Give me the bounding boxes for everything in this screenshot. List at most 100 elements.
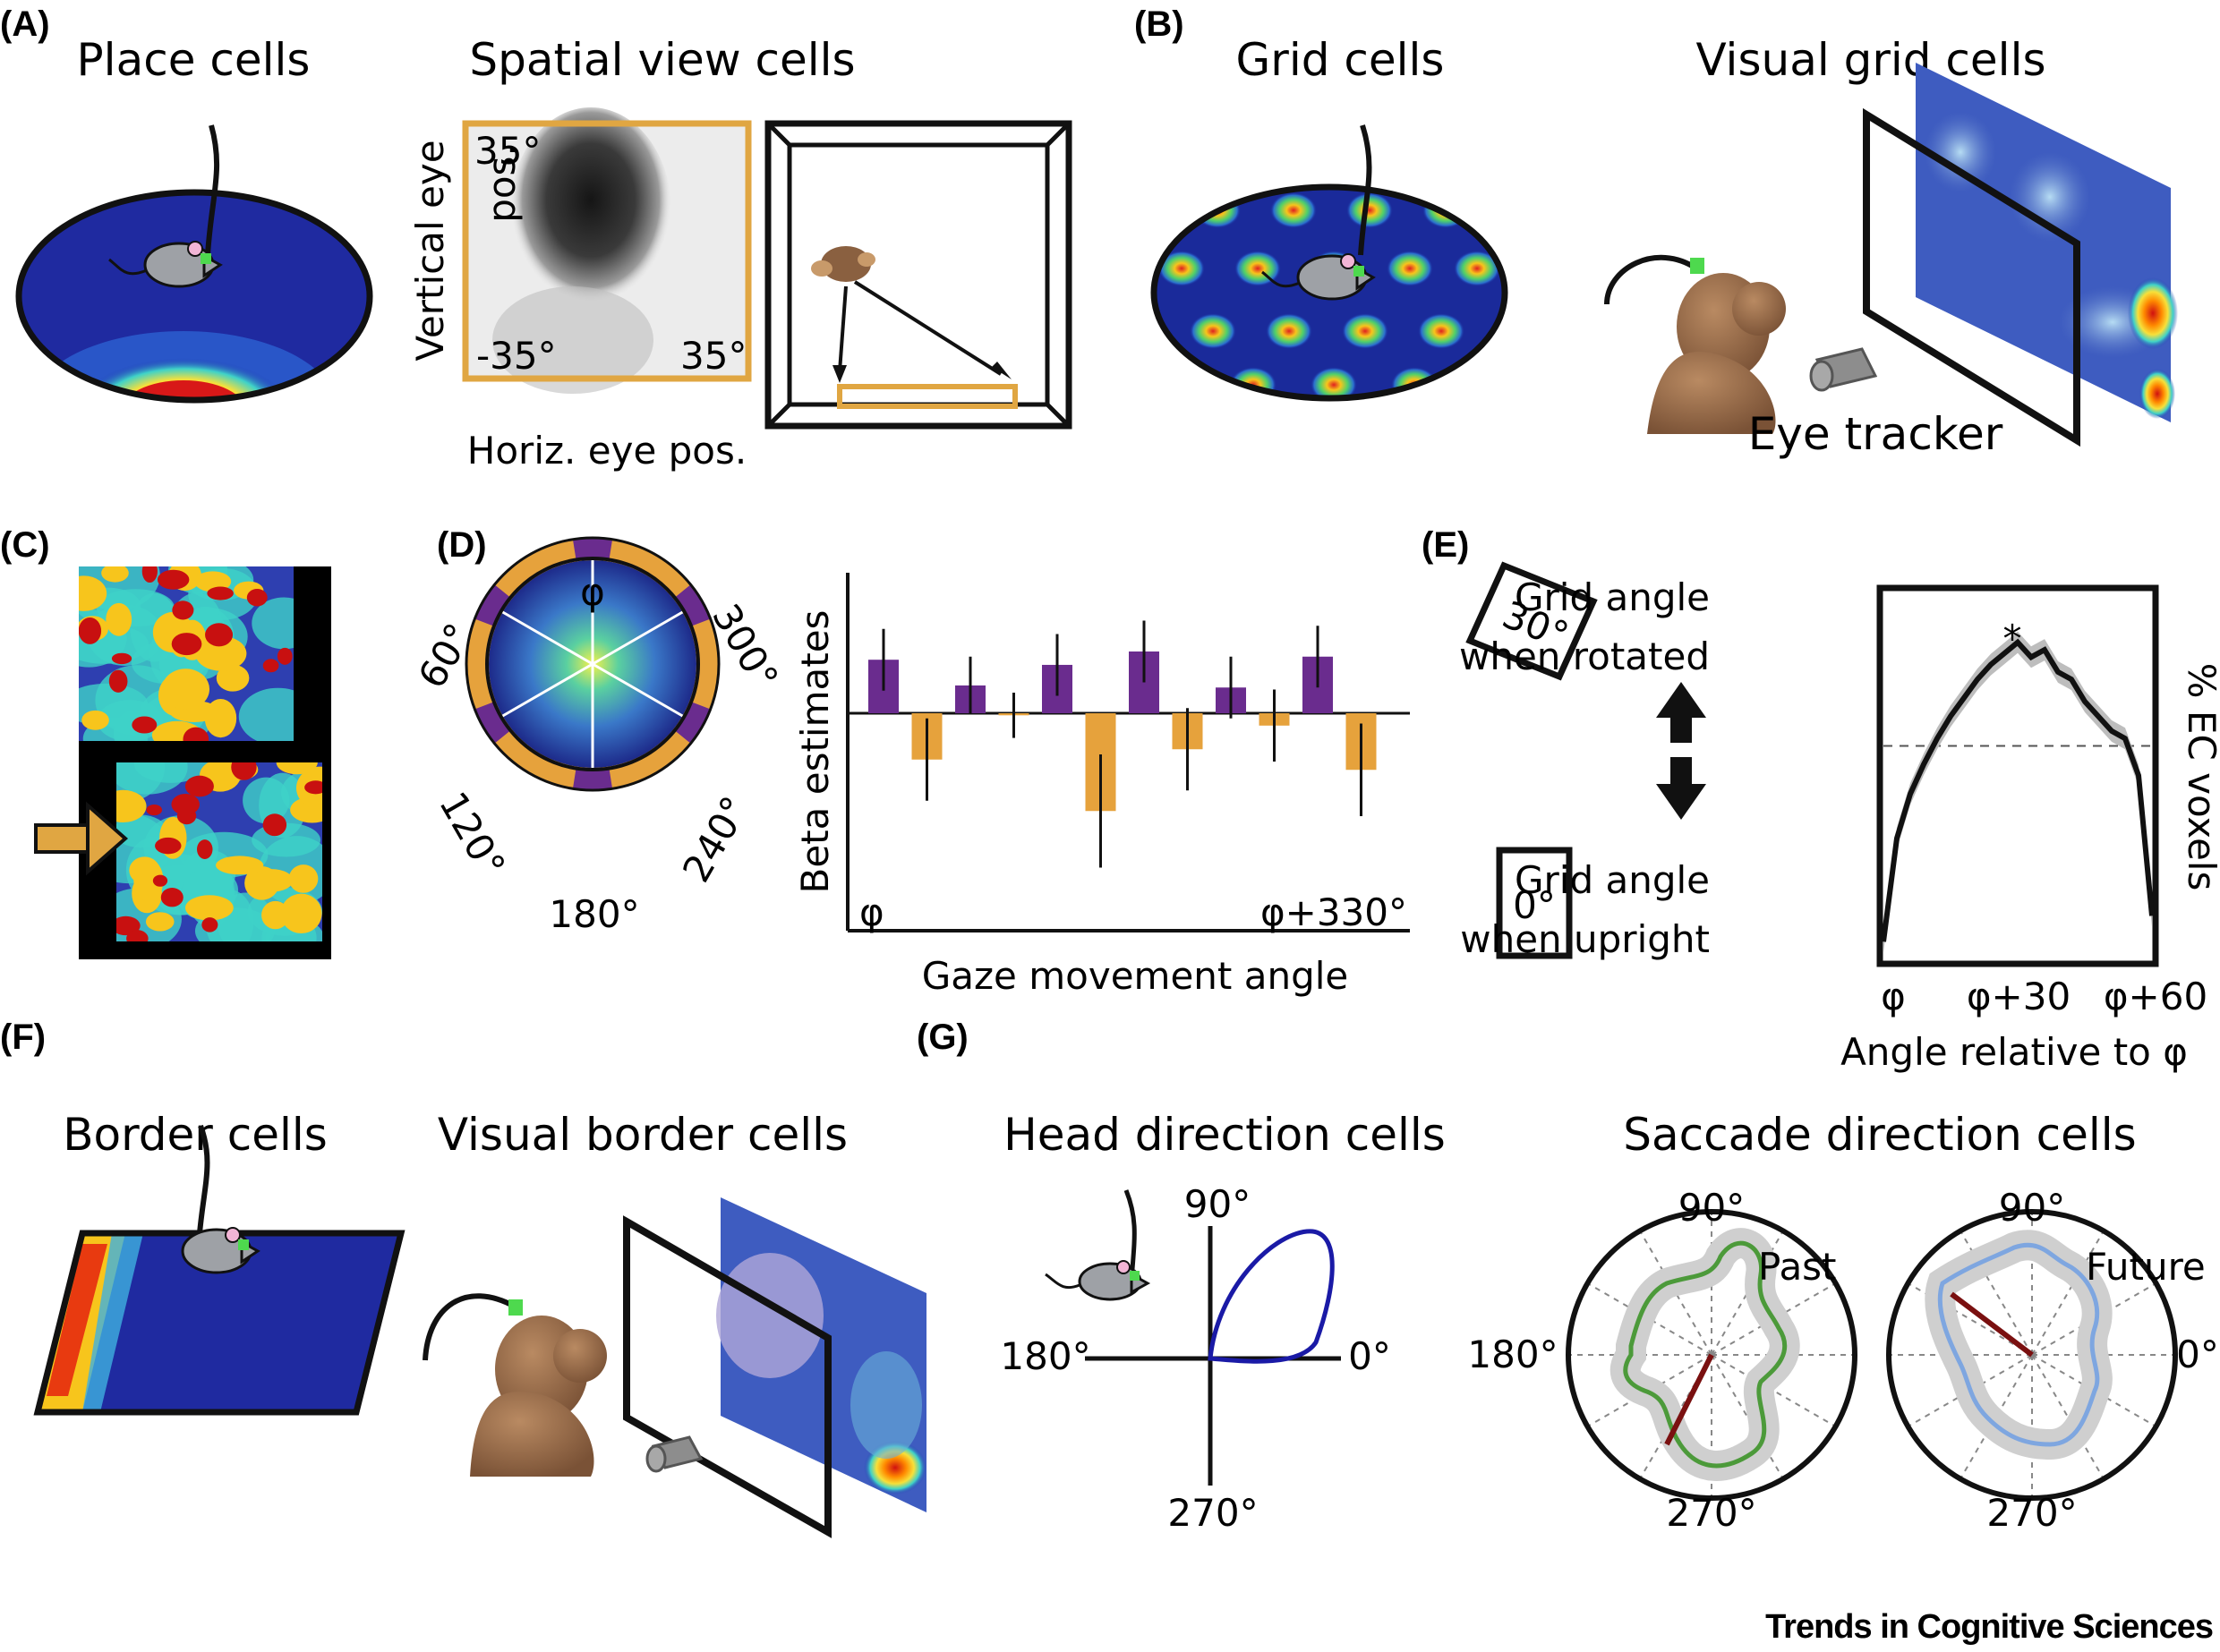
hd-label-90: 90° — [1184, 1182, 1251, 1226]
mouse-icon — [108, 124, 223, 288]
head-direction-plot — [1085, 1226, 1341, 1486]
firing-peak — [152, 874, 168, 887]
spatial-view-cells-title: Spatial view cells — [469, 34, 855, 86]
bar-ylabel: Beta estimates — [793, 610, 837, 894]
polar-label-240: 240° — [674, 789, 757, 890]
polar-spoke — [500, 609, 593, 666]
hd-label-270: 270° — [1167, 1491, 1258, 1535]
polar-spoke — [500, 662, 593, 719]
future-saccade-polar — [1886, 1209, 2178, 1501]
line-ylabel: % EC voxels — [2180, 663, 2220, 891]
eye-tick-left: -35° — [476, 334, 557, 378]
eye-tracker-label: Eye tracker — [1748, 408, 2003, 460]
firing-blob — [238, 687, 294, 741]
past-label-90: 90° — [1678, 1186, 1745, 1230]
firing-peak — [246, 589, 268, 607]
panel-c: (C) — [0, 525, 331, 959]
polar-phi-label: φ — [580, 570, 605, 614]
box-0-label: 0° — [1513, 883, 1556, 927]
grid-field-spot — [1418, 313, 1464, 349]
bar-x-start-label: φ — [859, 890, 884, 934]
future-label-0: 0° — [2176, 1333, 2219, 1376]
firing-blob — [250, 869, 294, 892]
firing-peak — [146, 804, 163, 816]
visual-border-cells-title: Visual border cells — [438, 1109, 848, 1161]
grid-field-spot — [1311, 367, 1357, 398]
arrow-icon — [34, 801, 129, 876]
panel-a: (A) Place cells Spatial view cells — [0, 4, 1072, 473]
future-label-270: 270° — [1986, 1491, 2077, 1535]
mouse-icon — [1261, 124, 1376, 301]
firing-peak — [183, 727, 209, 741]
polar-sector — [573, 768, 612, 789]
hd-label-0: 0° — [1348, 1334, 1391, 1378]
rotated-square-icon — [1465, 561, 1598, 681]
firing-peak — [141, 566, 158, 583]
polar-spoke — [592, 662, 685, 719]
grid-field-spot — [1158, 251, 1205, 286]
grid-field-spot — [1190, 313, 1236, 349]
panel-b: (B) Grid cells Visual grid cells — [1134, 4, 2178, 460]
firing-blob — [195, 635, 247, 671]
border-cells-title: Border cells — [63, 1109, 328, 1161]
visual-grid-screen — [1863, 63, 2178, 447]
polar-grid-line — [1640, 1232, 1712, 1356]
eye-xlabel: Horiz. eye pos. — [467, 429, 747, 473]
panel-label-d: (D) — [437, 525, 487, 565]
past-label: Past — [1758, 1245, 1837, 1289]
upright-label-2: when upright — [1460, 917, 1710, 961]
polar-sector — [475, 584, 511, 626]
firing-peak — [184, 775, 214, 797]
panel-e: (E) 30° 0° Grid angle when rotated Grid … — [1422, 525, 2220, 1074]
firing-blob — [81, 710, 109, 730]
polar-label-180: 180° — [549, 892, 639, 936]
monkey-icon — [1604, 254, 1786, 434]
grid-field-spot — [1387, 251, 1433, 286]
grid-field-spot — [1346, 192, 1393, 228]
firing-blob — [243, 777, 290, 824]
grid-map-bottom — [79, 752, 331, 959]
past-saccade-polar — [1566, 1209, 1857, 1501]
eye-tick-top: 35° — [474, 129, 541, 173]
eye-tracker-camera-icon — [1809, 347, 1878, 392]
panel-label-c: (C) — [0, 525, 50, 565]
firing-blob — [145, 912, 175, 932]
place-cells-title: Place cells — [77, 34, 311, 86]
firing-blob — [79, 575, 107, 611]
panel-label-g: (G) — [917, 1018, 969, 1057]
polar-grid-line — [2031, 1232, 2104, 1356]
polar-grid-line — [1960, 1232, 2033, 1356]
rotated-label-1: Grid angle — [1515, 575, 1710, 619]
panel-d: (D) φ 60° 300° 120° 240° 180° Beta estim… — [410, 525, 1410, 998]
upright-square-icon — [1496, 847, 1573, 959]
line-tick-phi30: φ+30 — [1967, 975, 2071, 1018]
polar-sector — [475, 702, 511, 744]
firing-blob — [106, 602, 132, 636]
firing-peak — [157, 569, 190, 590]
polar-grid-line — [1589, 1283, 1712, 1356]
firing-peak — [262, 659, 279, 673]
firing-blob — [288, 864, 319, 893]
firing-peak — [171, 633, 202, 656]
panel-label-f: (F) — [0, 1018, 46, 1057]
polar-grid-line — [2031, 1354, 2104, 1477]
polar-grid-line — [1909, 1283, 2033, 1356]
grid-field-spot — [1342, 313, 1388, 349]
firing-peak — [108, 669, 128, 693]
firing-peak — [172, 600, 194, 620]
grid-map-top — [79, 566, 331, 752]
polar-grid-line — [2031, 1354, 2155, 1426]
past-label-270: 270° — [1666, 1491, 1756, 1535]
polar-sector — [674, 702, 710, 744]
panel-label-a: (A) — [0, 4, 50, 44]
grid-field-spot — [1270, 192, 1317, 228]
firing-blob — [133, 762, 209, 783]
firing-peak — [304, 780, 322, 795]
firing-peak — [155, 837, 182, 855]
firing-peak — [126, 930, 149, 941]
firing-peak — [160, 888, 184, 907]
firing-peak — [231, 762, 257, 780]
voxel-line — [1881, 638, 2155, 942]
polar-grid-line — [1711, 1354, 1834, 1426]
rotated-label-2: when rotated — [1459, 634, 1710, 678]
